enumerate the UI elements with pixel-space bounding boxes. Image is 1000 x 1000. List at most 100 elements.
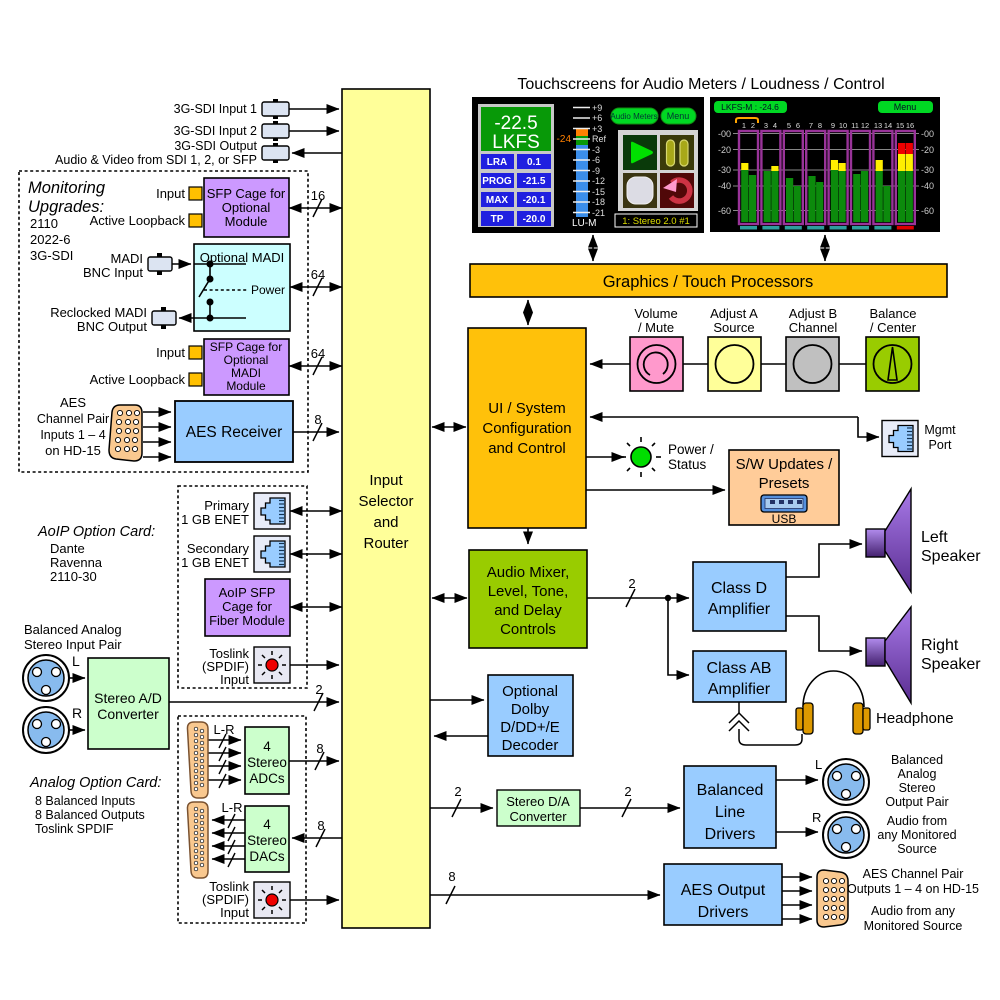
svg-text:D/DD+/E: D/DD+/E [500,719,560,736]
svg-text:Input: Input [369,472,403,489]
svg-text:Reclocked MADI: Reclocked MADI [50,305,147,320]
svg-text:2110: 2110 [30,216,58,231]
svg-text:-9: -9 [592,166,600,176]
svg-text:+6: +6 [592,113,602,123]
svg-text:11: 11 [851,121,859,130]
svg-text:AES Channel Pair: AES Channel Pair [863,867,964,881]
svg-text:on HD-15: on HD-15 [45,443,101,458]
svg-text:Menu: Menu [894,102,917,112]
svg-text:Line: Line [715,804,745,821]
svg-text:2: 2 [628,576,635,591]
svg-text:1: Stereo 2.0 #1: 1: Stereo 2.0 #1 [622,216,690,227]
svg-text:Class AB: Class AB [707,660,772,677]
svg-text:10: 10 [839,121,847,130]
svg-text:and Control: and Control [488,440,566,457]
svg-text:AES: AES [60,395,86,410]
svg-text:Configuration: Configuration [482,420,571,437]
svg-text:Optional: Optional [502,683,558,700]
svg-text:Stereo: Stereo [247,755,287,770]
svg-text:1: 1 [742,121,746,130]
svg-text:Adjust B: Adjust B [789,306,837,321]
svg-text:/ Mute: / Mute [638,320,674,335]
svg-text:Stereo: Stereo [899,781,936,795]
svg-text:BNC Input: BNC Input [83,265,143,280]
svg-text:7: 7 [809,121,813,130]
svg-text:AoIP SFP: AoIP SFP [219,585,276,600]
svg-text:Active Loopback: Active Loopback [90,213,186,228]
svg-text:LRA: LRA [487,157,508,168]
svg-text:Channel: Channel [789,320,838,335]
svg-text:LU-M: LU-M [572,218,596,229]
svg-text:-30: -30 [921,165,934,175]
svg-text:and: and [373,514,398,531]
svg-text:SFP Cage for: SFP Cage for [210,340,282,354]
svg-text:-24: -24 [557,134,572,145]
svg-text:14: 14 [884,121,892,130]
svg-text:Channel Pair: Channel Pair [37,412,109,426]
svg-text:LKFS-M : -24.6: LKFS-M : -24.6 [721,102,779,112]
svg-text:2022-6: 2022-6 [30,232,70,247]
svg-text:Ravenna: Ravenna [50,555,103,570]
svg-text:AES Output: AES Output [681,882,766,899]
svg-text:8: 8 [448,869,455,884]
svg-text:8: 8 [316,741,323,756]
svg-text:Level, Tone,: Level, Tone, [488,583,569,600]
svg-text:-00: -00 [921,129,934,139]
svg-text:Power /: Power / [668,442,714,457]
svg-text:Drivers: Drivers [698,904,749,921]
svg-text:Status: Status [668,457,707,472]
svg-text:Speaker: Speaker [921,548,981,565]
svg-text:Audio Mixer,: Audio Mixer, [487,564,570,581]
svg-text:Speaker: Speaker [921,656,981,673]
svg-text:Graphics / Touch Processors: Graphics / Touch Processors [603,273,814,291]
svg-text:Controls: Controls [500,621,556,638]
svg-text:Upgrades:: Upgrades: [28,198,104,216]
svg-text:Adjust A: Adjust A [710,306,758,321]
svg-text:1 GB ENET: 1 GB ENET [181,555,249,570]
svg-text:-6: -6 [592,155,600,165]
svg-text:R: R [72,705,82,721]
svg-text:Input: Input [220,672,249,687]
svg-text:L: L [815,757,822,772]
svg-text:2: 2 [751,121,755,130]
svg-text:Router: Router [363,535,408,552]
svg-text:DACs: DACs [249,849,285,864]
svg-text:MAX: MAX [486,195,509,206]
svg-text:8: 8 [317,818,324,833]
svg-text:BNC Output: BNC Output [77,319,147,334]
svg-text:64: 64 [311,267,325,282]
svg-text:Module: Module [226,379,266,393]
svg-text:Outputs 1 – 4 on HD-15: Outputs 1 – 4 on HD-15 [847,882,979,896]
svg-text:SFP Cage for: SFP Cage for [207,186,286,201]
svg-text:any Monitored: any Monitored [877,828,956,842]
svg-text:-21: -21 [592,208,605,218]
svg-text:PROG: PROG [482,176,512,187]
svg-text:Input: Input [156,345,185,360]
svg-text:/ Center: / Center [870,320,917,335]
svg-text:Output Pair: Output Pair [885,795,948,809]
svg-text:Audio & Video from SDI 1, 2, o: Audio & Video from SDI 1, 2, or SFP [55,153,257,167]
svg-text:3G-SDI Output: 3G-SDI Output [174,139,257,153]
svg-text:Left: Left [921,529,948,546]
svg-text:Secondary: Secondary [187,541,250,556]
svg-text:-22.5: -22.5 [494,113,537,134]
svg-text:1 GB ENET: 1 GB ENET [181,512,249,527]
svg-text:Active Loopback: Active Loopback [90,372,186,387]
svg-text:12: 12 [861,121,869,130]
svg-text:3: 3 [764,121,768,130]
svg-text:4: 4 [773,121,777,130]
svg-text:-30: -30 [718,165,731,175]
svg-text:Analog: Analog [898,767,937,781]
svg-text:2: 2 [315,682,322,697]
svg-text:Audio from: Audio from [887,814,947,828]
svg-text:-20: -20 [718,145,731,155]
svg-text:8 Balanced Inputs: 8 Balanced Inputs [35,794,135,808]
svg-text:Dante: Dante [50,541,85,556]
svg-text:Stereo: Stereo [247,833,287,848]
svg-text:UI / System: UI / System [488,400,566,417]
svg-text:(SPDIF): (SPDIF) [202,892,249,907]
svg-text:3G-SDI Input 2: 3G-SDI Input 2 [174,124,257,138]
svg-text:Optional MADI: Optional MADI [200,250,285,265]
svg-text:Input: Input [156,186,185,201]
svg-text:(SPDIF): (SPDIF) [202,659,249,674]
